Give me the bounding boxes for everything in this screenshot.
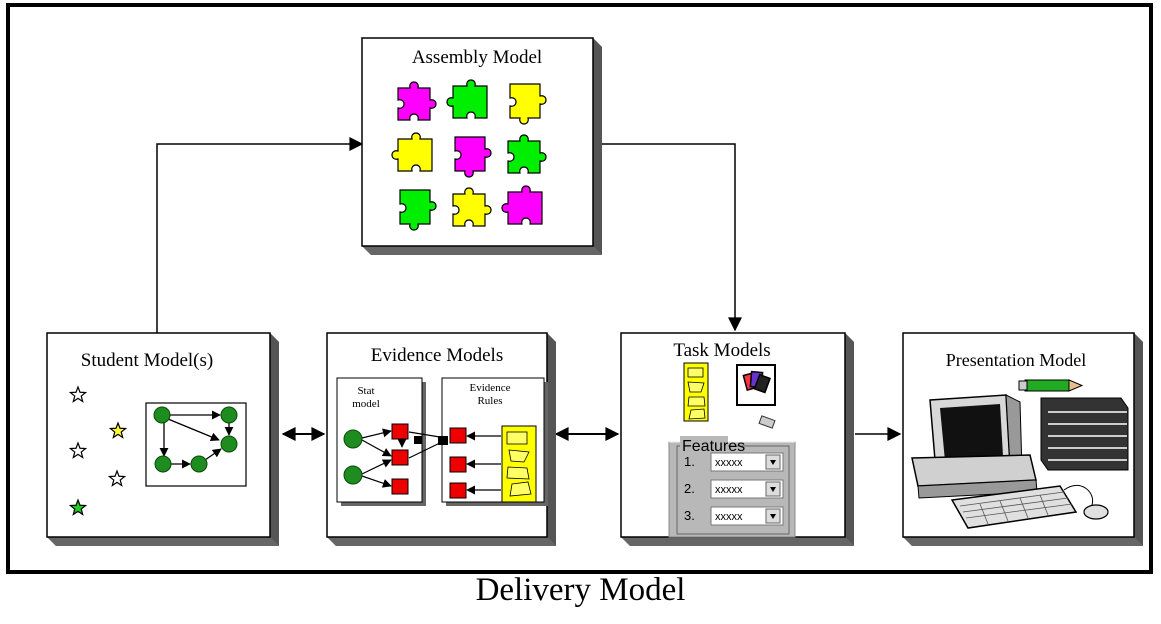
pencil-icon xyxy=(1018,379,1084,392)
presentation-model-title: Presentation Model xyxy=(946,350,1086,370)
feature-number: 2. xyxy=(684,481,695,496)
puzzle-piece-icon xyxy=(452,187,492,227)
student-network-graph xyxy=(145,402,247,487)
evidence-models-title: Evidence Models xyxy=(371,345,503,366)
feature-value: xxxxx xyxy=(715,457,743,469)
delivery-model-caption: Delivery Model xyxy=(475,572,686,608)
computer-icon xyxy=(911,394,1109,529)
chevron-down-icon xyxy=(770,487,776,492)
feature-value: xxxxx xyxy=(715,511,743,523)
puzzle-piece-icon xyxy=(507,134,547,174)
evidence-rules-items xyxy=(501,425,537,503)
task-models-title: Task Models xyxy=(673,340,770,361)
assembly-model-box: Assembly Model xyxy=(361,37,602,255)
puzzle-piece-icon xyxy=(501,185,543,225)
puzzle-piece-icon xyxy=(509,83,547,125)
puzzle-piece-icon xyxy=(397,81,437,121)
student-to-assembly-arrow xyxy=(156,137,364,333)
puzzle-pieces xyxy=(391,79,547,231)
paper-stack-icon xyxy=(1040,397,1129,471)
eraser-icon xyxy=(758,415,776,429)
star-icon xyxy=(68,441,88,459)
chevron-down-icon xyxy=(770,460,776,465)
puzzle-piece-icon xyxy=(391,132,433,172)
feature-select[interactable] xyxy=(710,506,784,526)
chevron-down-icon xyxy=(770,514,776,519)
features-title: Features xyxy=(682,438,745,455)
feature-rows: 1. xxxxx 2. xxxxx 3. xxxxx xyxy=(684,452,784,526)
feature-number: 3. xyxy=(684,508,695,523)
star-icon xyxy=(68,385,88,403)
assembly-model-title: Assembly Model xyxy=(412,47,542,68)
feature-select[interactable] xyxy=(710,479,784,499)
features-panel: Features 1. xxxxx 2. xxxxx 3. xxxxx xyxy=(668,436,796,538)
puzzle-piece-icon xyxy=(446,79,488,119)
assembly-to-task-arrow xyxy=(597,143,742,332)
task-models-box: Task Models xyxy=(620,332,854,546)
feature-value: xxxxx xyxy=(715,484,743,496)
card-stack-icon xyxy=(736,364,776,406)
feature-number: 1. xyxy=(684,454,695,469)
puzzle-piece-icon xyxy=(454,136,492,178)
feature-select[interactable] xyxy=(710,452,784,472)
puzzle-piece-icon xyxy=(399,189,437,231)
task-items-icon xyxy=(683,362,709,422)
star-icon xyxy=(107,469,127,487)
presentation-model-box: Presentation Model xyxy=(902,332,1143,546)
connectors xyxy=(156,137,902,441)
star-icon xyxy=(68,498,88,516)
star-icons xyxy=(68,385,128,516)
student-model-title: Student Model(s) xyxy=(81,350,213,371)
student-model-box: Student Model(s) xyxy=(46,332,279,546)
star-icon xyxy=(108,421,128,439)
